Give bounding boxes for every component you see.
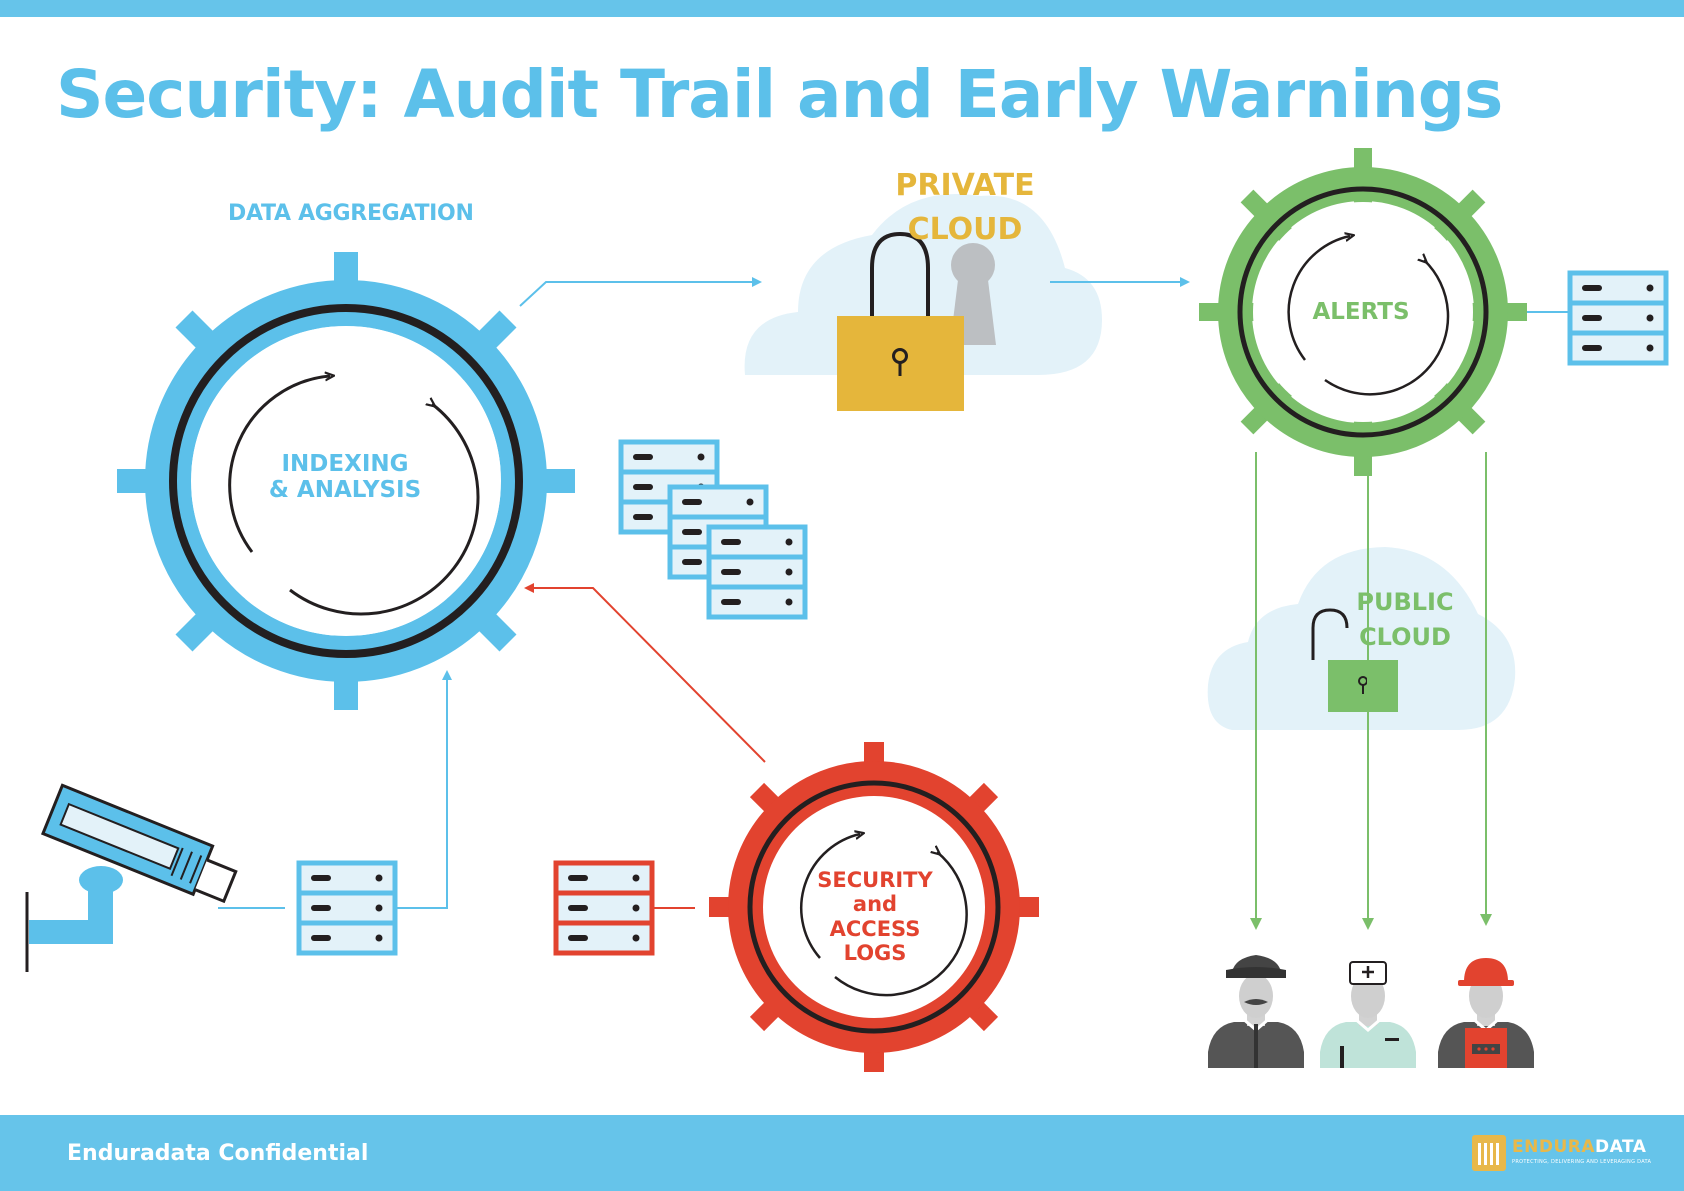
private-cloud-label-line1: PRIVATE	[895, 168, 1035, 203]
footer-confidential-text: Enduradata Confidential	[67, 1141, 369, 1166]
logo-tagline: PROTECTING, DELIVERING AND LEVERAGING DA…	[1512, 1159, 1652, 1165]
padlock-open-icon	[1311, 608, 1398, 712]
private-cloud-label: PRIVATE CLOUD	[890, 164, 1040, 251]
server-rack-icon-alerts	[1570, 273, 1666, 363]
server-rack-icon-logs	[556, 863, 652, 953]
enduradata-logo: ENDURADATA PROTECTING, DELIVERING AND LE…	[1472, 1133, 1672, 1175]
arrow-to-private-cloud	[519, 277, 762, 307]
police-officer-icon	[1206, 955, 1306, 1070]
logo-pillar-icon	[1472, 1135, 1506, 1171]
public-cloud-label-line2: CLOUD	[1359, 622, 1451, 651]
alerts-gear-icon	[1199, 148, 1527, 476]
public-cloud-icon	[1207, 547, 1516, 730]
data-aggregation-label: DATA AGGREGATION	[228, 201, 474, 226]
server-rack-icon-3	[709, 527, 805, 617]
indexing-analysis-label: INDEXING & ANALYSIS	[245, 451, 445, 504]
security-label-line2: and	[852, 892, 898, 917]
security-label-line3: ACCESS	[829, 916, 921, 941]
security-gear-icon	[709, 742, 1039, 1072]
public-cloud-label-line1: PUBLIC	[1356, 588, 1454, 616]
page-title: Security: Audit Trail and Early Warnings	[56, 56, 1503, 133]
server-rack-icon-camera	[299, 863, 395, 953]
logo-wordmark-part2: DATA	[1595, 1137, 1647, 1157]
private-cloud-icon	[744, 194, 1102, 375]
arrow-to-indexing	[392, 670, 452, 909]
logo-wordmark-part1: ENDURA	[1512, 1137, 1596, 1157]
connector-lines	[218, 277, 1570, 930]
security-label-line1: SECURITY	[817, 868, 933, 892]
alerts-label: ALERTS	[1312, 299, 1410, 325]
security-camera-icon	[25, 783, 238, 972]
indexing-label-line1: INDEXING	[281, 451, 409, 477]
security-logs-label: SECURITY and ACCESS LOGS	[790, 868, 960, 965]
footer-bar: Enduradata Confidential ENDURADATA PROTE…	[0, 1115, 1684, 1191]
indexing-gear-icon	[117, 252, 575, 710]
private-cloud-label-line2: CLOUD	[907, 211, 1023, 247]
security-label-line4: LOGS	[843, 941, 907, 966]
logo-wordmark: ENDURADATA	[1512, 1137, 1646, 1157]
padlock-icon	[837, 231, 964, 411]
indexing-label-line2: & ANALYSIS	[268, 476, 422, 503]
public-cloud-label: PUBLIC CLOUD	[1340, 585, 1470, 655]
firefighter-icon	[1436, 958, 1536, 1070]
arrow-security-to-indexing	[524, 583, 766, 763]
doctor-icon	[1318, 961, 1418, 1070]
top-bar	[0, 0, 1684, 17]
